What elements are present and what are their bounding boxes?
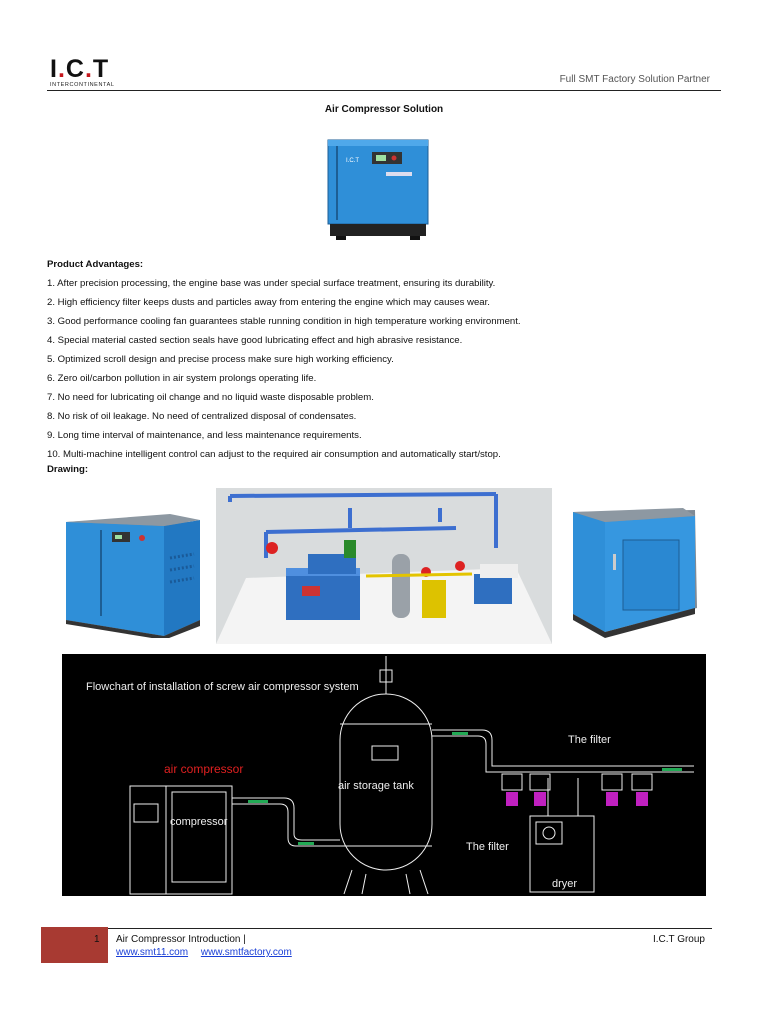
header-divider — [47, 90, 721, 91]
air-compressor-image: I.C.T — [327, 139, 429, 240]
advantage-item: 6. Zero oil/carbon pollution in air syst… — [47, 373, 317, 384]
hero-label: I.C.T — [346, 158, 359, 164]
logo-subtext: INTERCONTINENTAL — [50, 82, 115, 88]
header-tagline: Full SMT Factory Solution Partner — [559, 74, 710, 85]
installation-3d-image — [216, 488, 552, 644]
flowchart-title: Flowchart of installation of screw air c… — [86, 681, 359, 693]
page-number: 1 — [94, 934, 100, 945]
advantage-item: 5. Optimized scroll design and precise p… — [47, 354, 394, 365]
compressor-right-image — [573, 508, 697, 638]
advantage-item: 1. After precision processing, the engin… — [47, 278, 496, 289]
label-compressor: compressor — [170, 816, 228, 828]
advantages-heading: Product Advantages: — [47, 259, 144, 270]
label-dryer: dryer — [552, 878, 578, 890]
footer-title: Air Compressor Introduction | — [116, 934, 246, 945]
footer-divider — [108, 928, 712, 929]
footer-links: www.smt11.com www.smtfactory.com — [116, 947, 302, 958]
label-filter-top: The filter — [568, 734, 611, 746]
label-air-compressor: air compressor — [164, 762, 244, 776]
advantage-item: 3. Good performance cooling fan guarante… — [47, 316, 521, 327]
label-air-storage-tank: air storage tank — [338, 780, 414, 792]
label-filter-bottom: The filter — [466, 841, 509, 853]
installation-flowchart: Flowchart of installation of screw air c… — [62, 654, 706, 896]
footer-link-smtfactory[interactable]: www.smtfactory.com — [200, 947, 292, 958]
advantage-item: 8. No risk of oil leakage. No need of ce… — [47, 411, 357, 422]
footer-color-block — [41, 927, 108, 963]
footer-company: I.C.T Group — [652, 934, 705, 945]
advantage-item: 10. Multi-machine intelligent control ca… — [47, 449, 501, 460]
advantage-item: 4. Special material casted section seals… — [47, 335, 463, 346]
advantage-item: 2. High efficiency filter keeps dusts an… — [47, 297, 490, 308]
drawing-heading: Drawing: — [47, 464, 89, 475]
logo-text: I.C.T — [50, 55, 110, 83]
flowchart-lines — [129, 656, 694, 895]
advantage-item: 9. Long time interval of maintenance, an… — [47, 430, 362, 441]
compressor-left-image — [66, 514, 200, 638]
footer-link-smt11[interactable]: www.smt11.com — [116, 947, 189, 958]
product-advantages: Product Advantages: 1. After precision p… — [47, 255, 727, 464]
company-logo: I.C.T INTERCONTINENTAL — [50, 56, 130, 90]
page-title: Air Compressor Solution — [324, 104, 444, 115]
advantage-item: 7. No need for lubricating oil change an… — [47, 392, 374, 403]
